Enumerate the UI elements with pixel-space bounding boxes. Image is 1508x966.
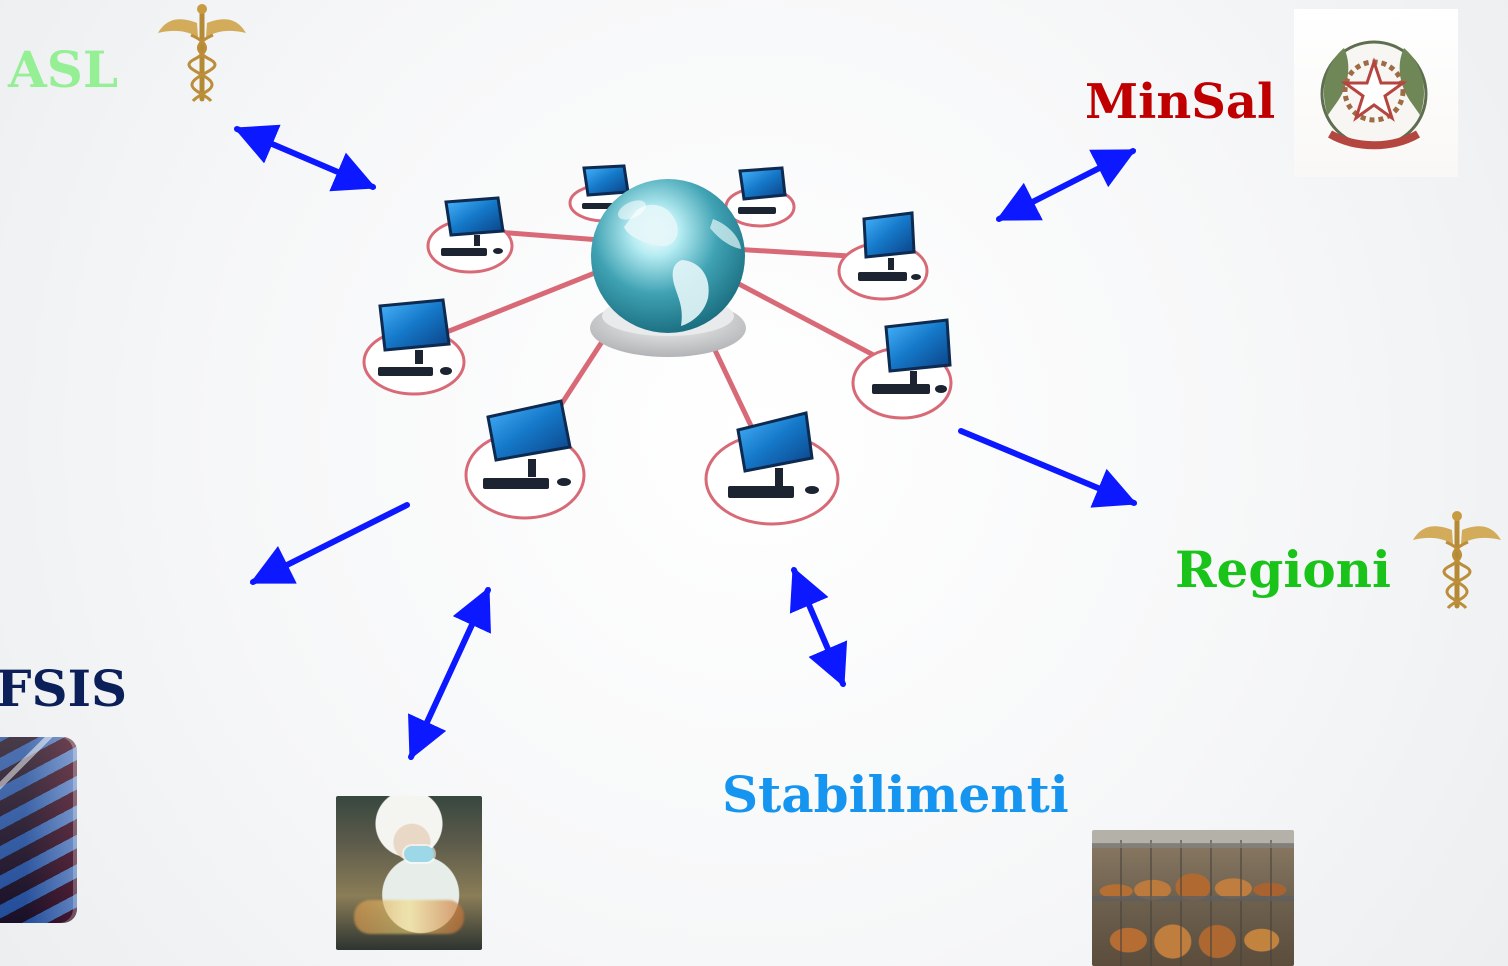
minsal-emblem-panel [1294,9,1458,177]
stabilimenti-label: Stabilimenti [722,765,1069,824]
asl-label: ASL [8,40,119,99]
minsal-label: MinSal [1085,74,1276,130]
regioni-label: Regioni [1175,540,1392,599]
globe-center [590,179,746,357]
network-illustration [362,164,953,526]
laboratory-scientist-photo [336,796,482,950]
caduceus-icon [1413,511,1501,610]
computer-node-right-middle [851,318,953,420]
computer-node-bottom-left [464,399,586,520]
hanging-hams-photo [1092,830,1294,966]
italian-emblem [1320,40,1428,150]
computer-node-right-upper [837,211,929,301]
relationship-arrows [233,124,1138,761]
caduceus-icon [158,4,246,103]
us-flag-photo [0,737,77,923]
computer-node-top-right [724,166,796,228]
computer-node-left-middle [362,298,466,396]
fsis-label: FSIS [0,659,128,718]
computer-node-bottom-right [704,411,840,526]
computer-node-left-upper [426,196,514,274]
